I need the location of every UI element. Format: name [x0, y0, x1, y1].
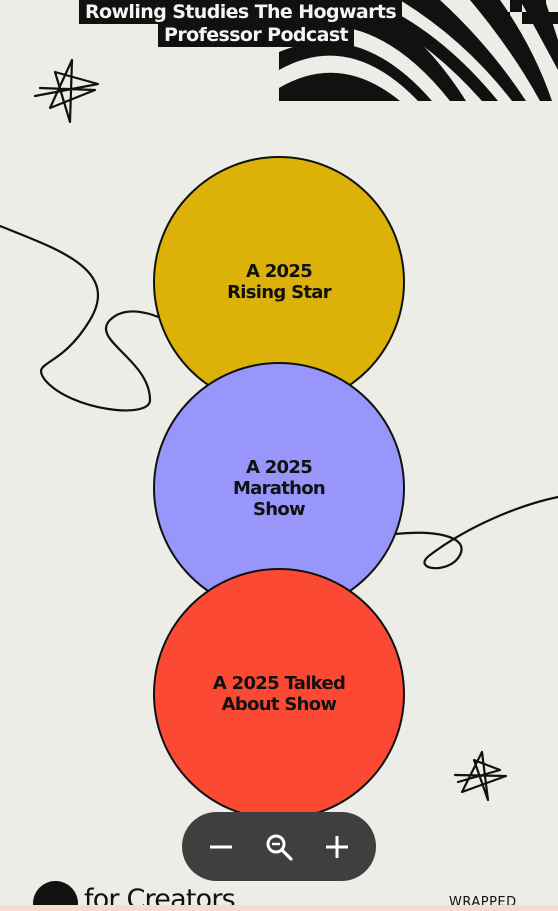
bottom-edge-strip [0, 905, 558, 911]
zoom-controls [182, 812, 376, 881]
badge-talked-about-show: A 2025 Talked About Show [153, 568, 405, 820]
badge-marathon-show-label: A 2025 Marathon Show [232, 456, 326, 520]
star-doodle-right [453, 750, 508, 802]
podcast-title: Rowling Studies The Hogwarts Professor P… [0, 0, 558, 60]
zoom-reset-button[interactable] [257, 825, 301, 869]
minus-icon [210, 845, 232, 848]
podcast-title-line-2: Professor Podcast [158, 23, 355, 47]
badge-rising-star-label: A 2025 Rising Star [227, 261, 331, 303]
plus-icon [326, 835, 348, 858]
star-doodle-left [33, 58, 100, 124]
zoom-out-button[interactable] [199, 825, 243, 869]
squiggle-right [393, 495, 558, 570]
podcast-title-line-1: Rowling Studies The Hogwarts [79, 0, 403, 24]
zoom-in-button[interactable] [315, 825, 359, 869]
squiggle-left [0, 224, 182, 412]
badge-talked-about-show-label: A 2025 Talked About Show [212, 673, 346, 715]
magnifier-icon [266, 834, 293, 861]
